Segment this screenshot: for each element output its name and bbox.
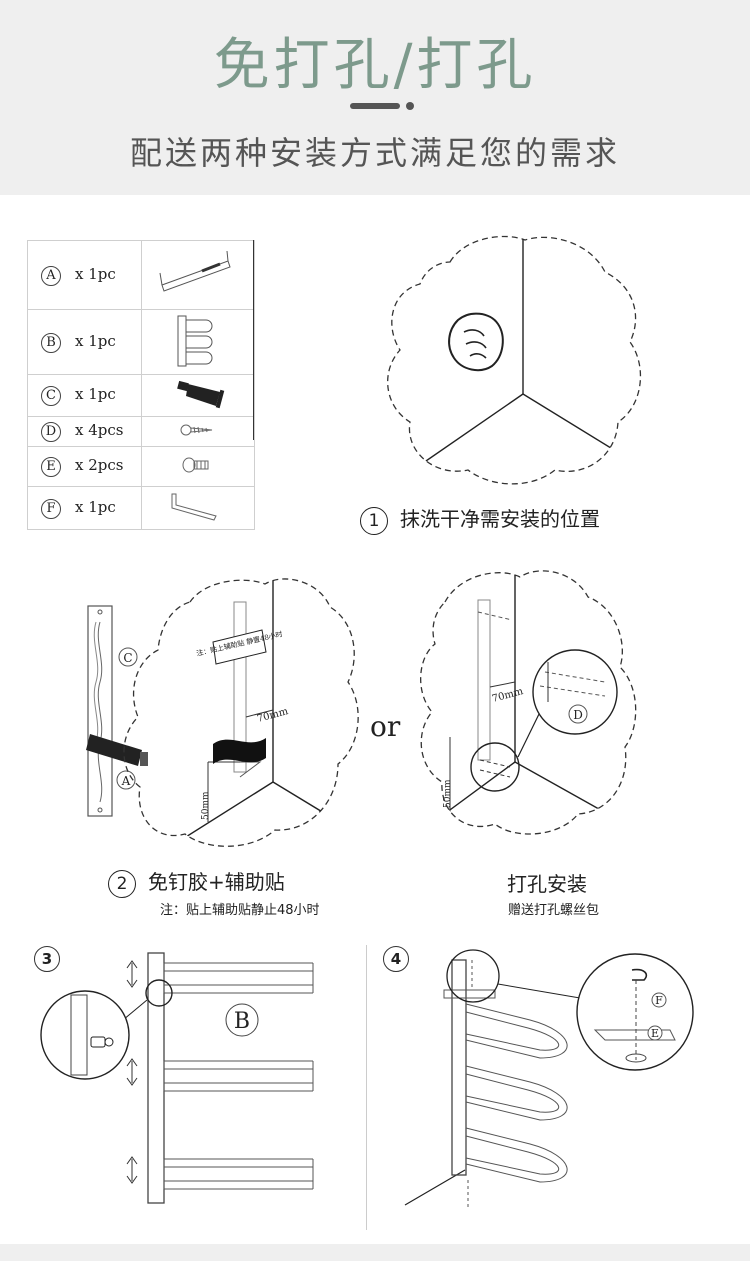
adhesive-sticker: 注：贴上辅助贴 静置48小时 (195, 629, 283, 665)
part-letter: F (41, 498, 61, 519)
step1-cleaning-illustration (387, 235, 642, 485)
step2-drill-illustration: D 70mm 50mm (420, 570, 637, 835)
step4-assembly-illustration: F E (404, 949, 694, 1208)
base-rail-a (87, 605, 113, 817)
part-letter: C (41, 386, 61, 406)
rotate-arrow-icon (126, 1058, 138, 1086)
part-a-rail-image (159, 250, 231, 292)
rack-arm (465, 1065, 568, 1121)
footer-band (0, 1244, 750, 1261)
part-d-screw-image (180, 424, 213, 435)
cleaning-hand-icon (448, 312, 504, 372)
part-b-rack-image (177, 315, 213, 367)
step2-glue-illustration: C A 注：贴上辅助贴 静置48小时 70mm 50mm (86, 578, 359, 847)
drill-note: 赠送打孔螺丝包 (508, 903, 600, 918)
or-label: or (370, 710, 401, 743)
part-letter: A (41, 265, 61, 286)
screw-detail-circle (576, 953, 694, 1071)
part-qty: x 1pc (75, 385, 116, 403)
label-c: C (123, 651, 132, 665)
part-qty: x 1pc (75, 264, 116, 283)
part-qty: x 1pc (75, 497, 116, 516)
title-divider-bar (350, 103, 400, 109)
part-letter: E (41, 457, 61, 477)
step3-rack-illustration: B (40, 952, 314, 1204)
part-qty: x 1pc (75, 331, 116, 350)
glue-tube-icon (86, 734, 148, 766)
step1-number: 1 (360, 506, 388, 535)
rotate-arrow-icon (126, 960, 138, 988)
table-edge-line (253, 240, 254, 440)
part-f-hex-key-image (171, 493, 217, 521)
steps-divider (366, 945, 367, 1230)
rack-arm (163, 962, 314, 994)
detail-circle-small (470, 742, 520, 792)
detail-circle-large (532, 649, 618, 735)
label-a: A (121, 774, 131, 788)
rack-arm (465, 1127, 568, 1183)
label-f: F (655, 994, 663, 1007)
hook-icon (631, 968, 648, 981)
part-qty: x 2pcs (75, 456, 124, 474)
adhesive-strip (213, 738, 266, 764)
rotate-arrow-icon (126, 1156, 138, 1184)
part-letter: B (41, 332, 61, 353)
label-d: D (573, 708, 583, 722)
label-b: B (234, 1009, 250, 1034)
label-e: E (651, 1027, 659, 1040)
step2-number: 2 (108, 869, 136, 898)
part-qty: x 4pcs (75, 421, 124, 439)
step4-number: 4 (383, 946, 409, 972)
dim-70-drill: 70mm (491, 686, 525, 705)
rack-arm (163, 1060, 314, 1092)
step2-note: 注：贴上辅助贴静止48小时 (160, 903, 320, 918)
page-subtitle: 配送两种安装方式满足您的需求 (129, 134, 620, 172)
title-divider-dot (406, 102, 414, 110)
dim-50-drill: 50mm (443, 779, 453, 808)
page-title: 免打孔/打孔 (213, 33, 537, 98)
rack-arm (163, 1158, 314, 1190)
step3-number: 3 (34, 946, 60, 972)
rack-arm (465, 1003, 568, 1059)
part-e-bolt-image (182, 457, 209, 472)
part-c-glue-tube-image (177, 380, 225, 408)
drill-caption: 打孔安装 (507, 872, 587, 896)
header-band: 免打孔/打孔 配送两种安装方式满足您的需求 (0, 0, 750, 195)
joint-detail-circle (40, 990, 130, 1080)
dim-50: 50mm (201, 791, 211, 820)
part-letter: D (41, 422, 61, 442)
